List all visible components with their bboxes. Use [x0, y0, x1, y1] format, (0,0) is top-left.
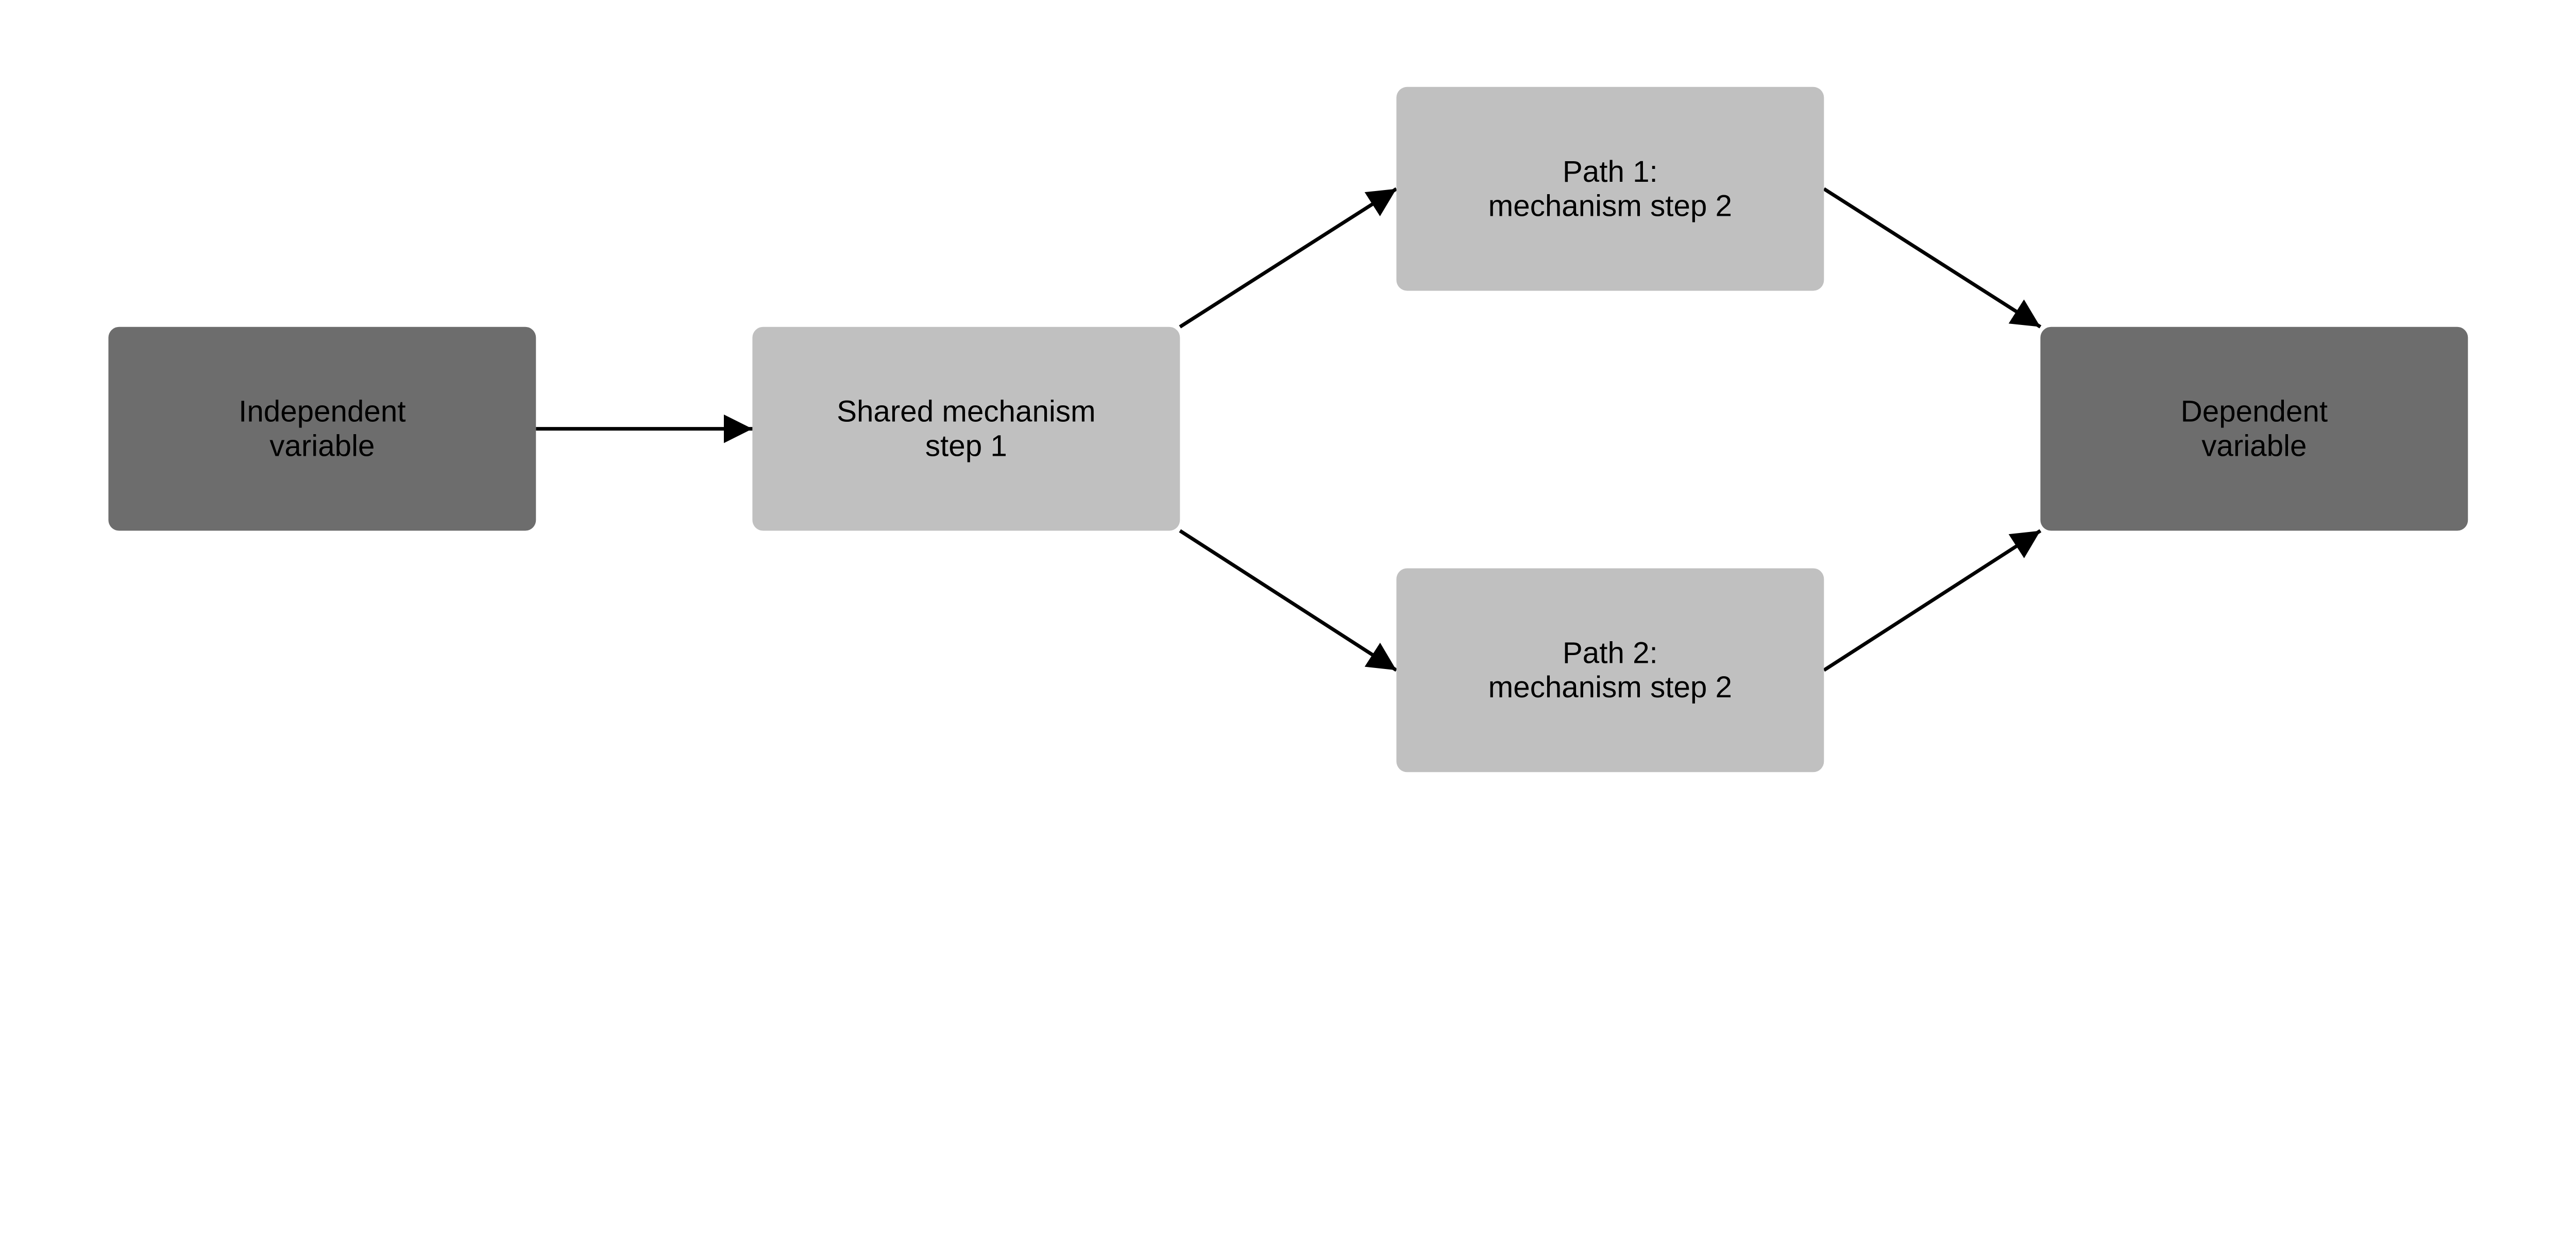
- node-label-line: Dependent: [2181, 395, 2328, 428]
- node-label-line: Path 1:: [1563, 155, 1658, 188]
- node-box: [2040, 327, 2468, 531]
- node-label-line: variable: [2201, 429, 2307, 462]
- node-path1: Path 1:mechanism step 2: [1396, 87, 1824, 291]
- node-label-line: Shared mechanism: [837, 395, 1096, 428]
- node-label-line: Independent: [239, 395, 405, 428]
- arrow-path1-to-dv: [1823, 187, 2042, 329]
- node-path2: Path 2:mechanism step 2: [1396, 568, 1824, 772]
- node-box: [752, 327, 1180, 531]
- node-box: [1396, 87, 1824, 291]
- node-box: [108, 327, 536, 531]
- node-label-line: variable: [269, 429, 375, 462]
- arrow-shared-to-path1: [1179, 187, 1398, 329]
- node-box: [1396, 568, 1824, 772]
- node-label-line: Path 2:: [1563, 636, 1658, 670]
- node-label-line: mechanism step 2: [1488, 189, 1732, 222]
- node-label-line: step 1: [925, 429, 1007, 462]
- edges-layer: [536, 187, 2042, 672]
- arrow-path2-to-dv: [1823, 529, 2042, 672]
- arrow-shared-to-path2: [1179, 529, 1398, 672]
- node-label-line: mechanism step 2: [1488, 671, 1732, 704]
